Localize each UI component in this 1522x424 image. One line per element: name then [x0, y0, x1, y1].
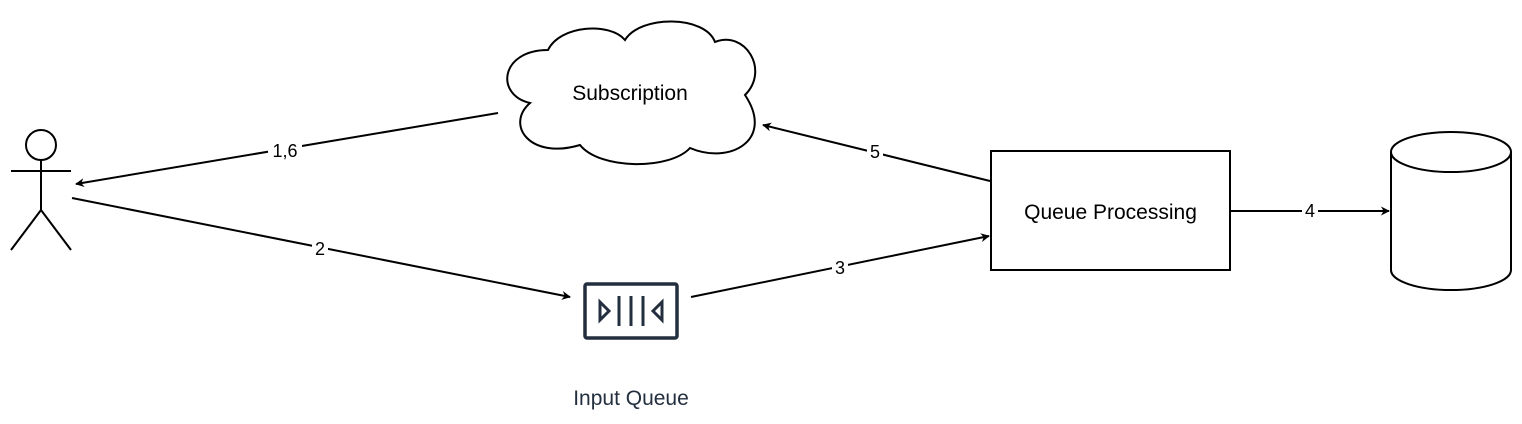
- database-icon[interactable]: [1390, 131, 1512, 291]
- edge-2[interactable]: 2: [71, 197, 571, 300]
- subscription-label: Subscription: [572, 82, 688, 105]
- edge-3[interactable]: 3: [690, 233, 990, 298]
- edge-3-label: 3: [835, 258, 845, 278]
- queue-processing-box[interactable]: Queue Processing: [990, 150, 1231, 271]
- edge-1-6[interactable]: 1,6: [75, 112, 499, 188]
- queue-processing-label: Queue Processing: [1024, 201, 1197, 224]
- edge-2-label: 2: [315, 239, 325, 259]
- actor-icon[interactable]: [10, 129, 72, 251]
- edge-5[interactable]: 5: [762, 122, 991, 182]
- subscription-cloud[interactable]: Subscription: [506, 20, 757, 166]
- input-queue-label: Input Queue: [573, 387, 689, 410]
- edge-4[interactable]: 4: [1231, 201, 1390, 221]
- queue-icon[interactable]: [583, 282, 679, 340]
- edge-5-label: 5: [870, 142, 880, 162]
- edge-4-label: 4: [1305, 201, 1315, 221]
- edge-1-6-label: 1,6: [272, 141, 297, 161]
